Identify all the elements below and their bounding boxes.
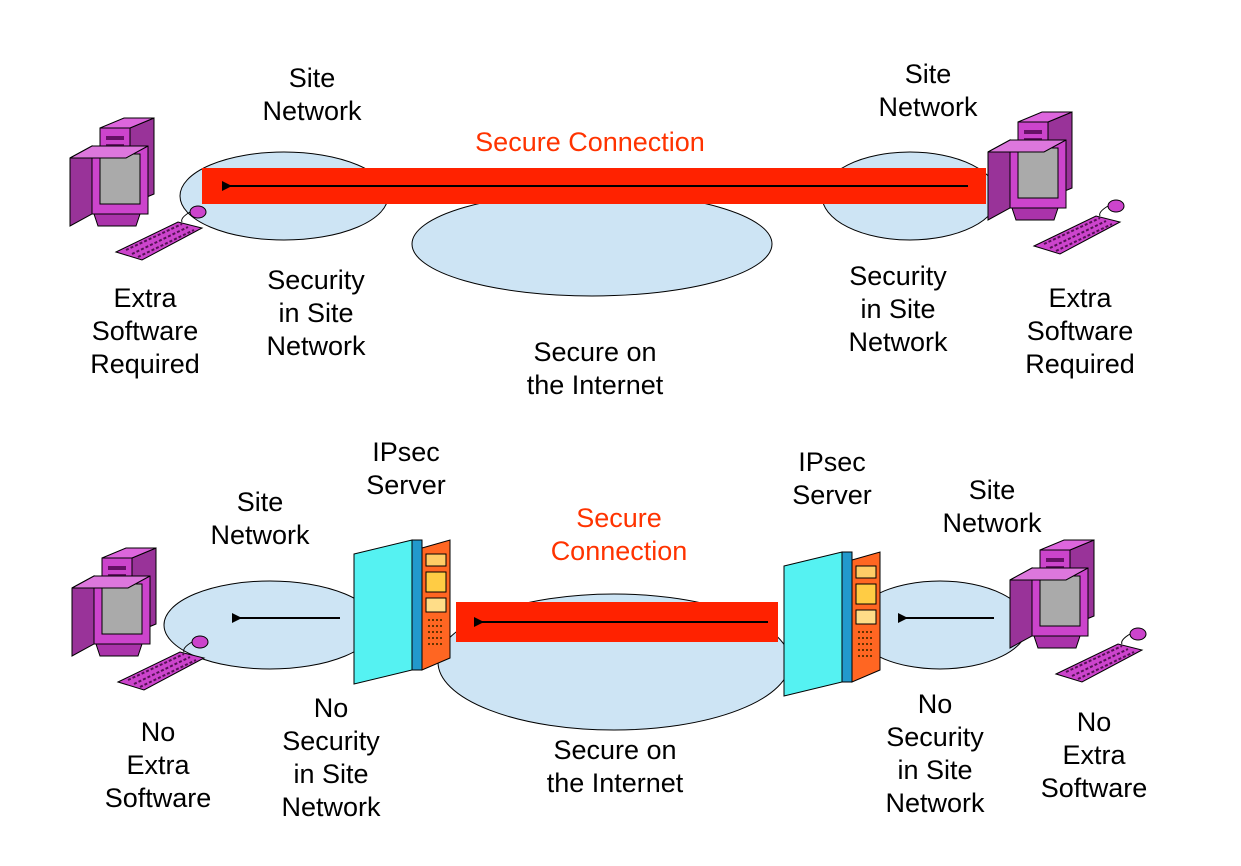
right-computer-label: Extra Software Required: [1025, 283, 1135, 379]
ipsec-server-icon: [353, 539, 451, 685]
ipsec-server-icon: [783, 551, 881, 697]
desktop-computer-icon: [987, 111, 1125, 255]
secure-connection-label: Secure Connection: [550, 503, 688, 566]
left-computer-label: Extra Software Required: [90, 283, 200, 379]
secure-connection-label: Secure Connection: [475, 127, 705, 157]
left-site-network-label: Site Network: [210, 487, 310, 550]
desktop-computer-icon: [1009, 539, 1147, 683]
left-no-security-label: No Security in Site Network: [281, 693, 381, 822]
right-site-network-label: Site Network: [878, 59, 978, 122]
internet-security-label: Secure on the Internet: [526, 337, 664, 400]
right-no-security-label: No Security in Site Network: [885, 689, 985, 818]
right-ipsec-server-label: IPsec Server: [792, 447, 872, 510]
left-site-network-label: Site Network: [262, 63, 362, 126]
right-site-network-label: Site Network: [942, 475, 1042, 538]
internet-ellipse: [411, 191, 773, 297]
left-security-label: Security in Site Network: [266, 265, 366, 361]
right-security-label: Security in Site Network: [848, 261, 948, 357]
left-computer-label: No Extra Software: [104, 717, 212, 813]
internet-security-label: Secure on the Internet: [546, 735, 684, 798]
left-ipsec-server-label: IPsec Server: [366, 437, 446, 500]
right-computer-label: No Extra Software: [1040, 707, 1148, 803]
